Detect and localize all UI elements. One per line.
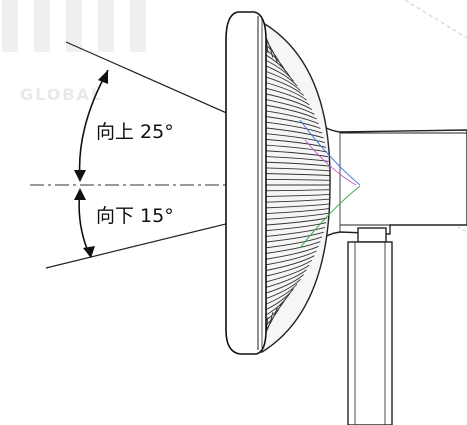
grille-rib	[261, 260, 313, 278]
grille-rib	[261, 115, 321, 129]
grille-rib	[261, 241, 321, 255]
tilt-down-label: 向下 15°	[96, 205, 174, 227]
arc-arrow-up-top-icon	[98, 70, 108, 84]
grille-rib	[261, 121, 323, 134]
grille-rib	[261, 161, 330, 167]
angle-arc-up	[78, 69, 109, 181]
grille-rib	[261, 81, 307, 101]
grille-rib	[261, 236, 323, 249]
grille-rib	[261, 138, 327, 148]
grille-rib	[261, 98, 315, 115]
grille-rib	[261, 269, 307, 289]
grille-rib	[261, 226, 326, 238]
blade-hint-green	[299, 185, 361, 249]
grille-rib	[261, 255, 315, 272]
grille-rib	[261, 167, 330, 172]
grille-rib	[261, 250, 317, 266]
fan-blade-dome	[257, 18, 331, 353]
grille-rib	[261, 178, 331, 181]
faint-guide-line	[404, 0, 467, 39]
grille-rib	[261, 132, 326, 144]
watermark-text: GLOBAL	[20, 85, 103, 104]
arc-arrow-down-top-icon	[74, 188, 86, 200]
grille-rib	[261, 150, 328, 158]
grille-rib	[261, 222, 327, 232]
grille-rib	[261, 264, 310, 284]
grille-rib	[261, 203, 330, 209]
grille-rib	[261, 208, 329, 215]
grille-rib	[261, 92, 313, 110]
grille-rib	[261, 193, 330, 197]
grille-rib	[261, 173, 330, 177]
grille-rib	[261, 231, 324, 243]
grille-rib	[261, 198, 330, 203]
grille-rib	[261, 104, 317, 120]
blade-hint-blue	[299, 119, 361, 186]
watermark-logo: GLOBAL	[2, 0, 146, 104]
tilt-up-label: 向上 25°	[96, 121, 174, 143]
fan-stand-pole	[347, 227, 393, 425]
grille-rib	[261, 217, 328, 226]
grille-rib	[261, 245, 319, 261]
grille-rib	[261, 109, 319, 125]
grille-rib	[261, 212, 328, 220]
arc-arrow-up-bottom-icon	[74, 170, 86, 182]
arc-arrow-down-bottom-icon	[83, 246, 95, 258]
grille-rib	[261, 127, 324, 139]
grille-rib	[261, 86, 310, 106]
fan-front-guard	[225, 11, 267, 355]
blade-hint-magenta	[304, 139, 357, 186]
grille-rib	[261, 189, 331, 192]
grille-rib	[261, 144, 328, 153]
